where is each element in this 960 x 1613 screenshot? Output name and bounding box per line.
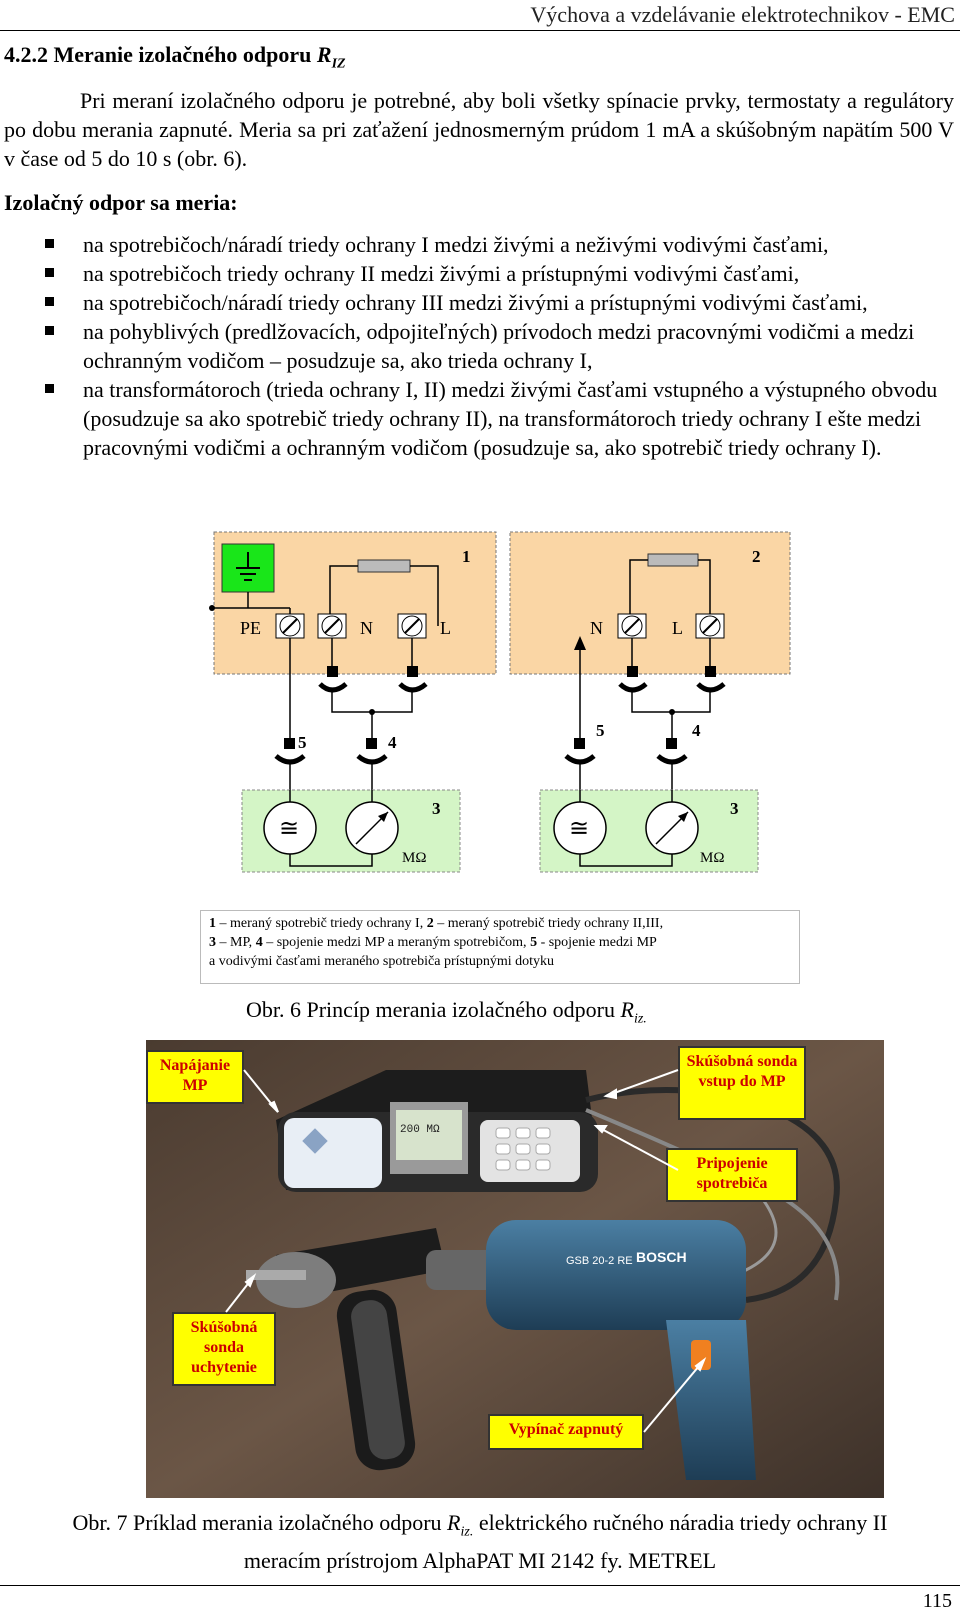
terminal-label-n: N [360, 618, 373, 638]
bullet-square-icon [45, 326, 54, 335]
callout-switch: Vypínač zapnutý [488, 1414, 644, 1450]
section-heading: 4.2.2 Meranie izolačného odporu RIZ [4, 42, 346, 72]
probe-plug-icon [618, 666, 648, 693]
probe-plug-icon [274, 738, 306, 765]
figure-legend: 1 – meraný spotrebič triedy ochrany I, 2… [200, 910, 800, 984]
terminal-label-l-2: L [672, 618, 683, 638]
legend-line: a vodivými časťami meraného spotrebiča p… [209, 954, 555, 969]
probe-label-4: 4 [388, 733, 397, 752]
svg-text:≅: ≅ [569, 816, 589, 842]
page-number: 115 [922, 1590, 952, 1612]
meter-label-3: 3 [432, 799, 441, 818]
bullet-text: na transformátoroch (trieda ochrany I, I… [83, 377, 938, 460]
list-item: na spotrebičoch/náradí triedy ochrany I … [45, 230, 945, 259]
bullet-square-icon [45, 239, 54, 248]
terminal-screw-icon [275, 613, 305, 639]
bullet-text: na pohyblivých (predlžovacích, odpojiteľ… [83, 319, 915, 373]
measurement-photo: 200 MΩ BOSCH GSB 20-2 RE Nap [146, 1040, 884, 1498]
probe-label-4-2: 4 [692, 721, 701, 740]
callout-probe-input: Skúšobná sonda vstup do MP [678, 1046, 806, 1120]
probe-label-5: 5 [298, 733, 307, 752]
terminal-screw-icon [617, 613, 647, 639]
intro-text: Pri meraní izolačného odporu je potrebné… [4, 88, 954, 171]
bullet-text: na spotrebičoch triedy ochrany II medzi … [83, 261, 800, 286]
bullet-text: na spotrebičoch/náradí triedy ochrany II… [83, 290, 868, 315]
footer-divider [0, 1585, 960, 1586]
callout-arrows [225, 1069, 707, 1433]
dc-source-icon: ≅ [553, 801, 607, 855]
ground-icon [221, 543, 275, 593]
appliance-box-2 [509, 531, 791, 675]
callout-power: Napájanie MP [146, 1050, 244, 1104]
section-title: Meranie izolačného odporu [53, 42, 317, 67]
terminal-label-l: L [440, 618, 451, 638]
bullet-list: na spotrebičoch/náradí triedy ochrany I … [45, 230, 945, 462]
unit-label-2: MΩ [700, 850, 725, 866]
svg-text:≅: ≅ [279, 816, 299, 842]
figure-7-caption: Obr. 7 Príklad merania izolačného odporu… [0, 1508, 960, 1575]
bullet-square-icon [45, 268, 54, 277]
svg-text:200 MΩ: 200 MΩ [400, 1124, 440, 1136]
measuring-device: 200 MΩ [276, 1070, 598, 1192]
section-symbol: R [316, 42, 332, 67]
terminal-screw-icon [695, 613, 725, 639]
header-divider [0, 30, 960, 31]
probe-plug-icon [398, 666, 428, 693]
legend-line: 1 – meraný spotrebič triedy ochrany I, 2… [209, 916, 664, 931]
terminal-label-pe: PE [240, 618, 261, 638]
box-2-label: 2 [752, 547, 761, 566]
bullet-text: na spotrebičoch/náradí triedy ochrany I … [83, 232, 829, 257]
dc-source-icon: ≅ [263, 801, 317, 855]
list-item: na spotrebičoch triedy ochrany II medzi … [45, 259, 945, 288]
svg-text:BOSCH: BOSCH [636, 1249, 687, 1265]
heater-element-2 [647, 553, 699, 567]
heater-element-1 [357, 559, 411, 573]
header-title: Výchova a vzdelávanie elektrotechnikov -… [530, 2, 955, 27]
meter-label-3-2: 3 [730, 799, 739, 818]
drill: BOSCH GSB 20-2 RE [246, 1220, 756, 1480]
ohmmeter-icon [345, 801, 399, 855]
ohmmeter-icon [645, 801, 699, 855]
subheading: Izolačný odpor sa meria: [4, 190, 238, 215]
terminal-screw-icon [317, 613, 347, 639]
list-item: na transformátoroch (trieda ochrany I, I… [45, 375, 945, 462]
probe-plug-icon [656, 738, 688, 765]
bullet-square-icon [45, 297, 54, 306]
svg-text:GSB 20-2 RE: GSB 20-2 RE [566, 1255, 633, 1267]
probe-plug-icon [564, 738, 596, 765]
intro-paragraph: Pri meraní izolačného odporu je potrebné… [4, 86, 954, 173]
section-symbol-sub: IZ [331, 56, 346, 72]
probe-label-5-2: 5 [596, 721, 605, 740]
terminal-screw-icon [397, 613, 427, 639]
figure-6-caption: Obr. 6 Princíp merania izolačného odporu… [246, 997, 647, 1027]
list-item: na pohyblivých (predlžovacích, odpojiteľ… [45, 317, 945, 375]
measurement-diagram: 1 2 PE N L N L [209, 531, 791, 873]
callout-probe-clip: Skúšobná sonda uchytenie [172, 1312, 276, 1386]
probe-plug-icon [318, 666, 348, 693]
figure-7-caption-line-1: Obr. 7 Príklad merania izolačného odporu… [72, 1510, 888, 1540]
terminal-label-n-2: N [590, 618, 603, 638]
figure-7-caption-line-2: meracím prístrojom AlphaPAT MI 2142 fy. … [243, 1548, 717, 1574]
legend-line: 3 – MP, 4 – spojenie medzi MP a meraným … [209, 935, 657, 950]
callout-connection: Pripojenie spotrebiča [666, 1148, 798, 1202]
list-item: na spotrebičoch/náradí triedy ochrany II… [45, 288, 945, 317]
section-number: 4.2.2 [4, 42, 48, 67]
probe-plug-icon [356, 738, 388, 765]
box-1-label: 1 [462, 547, 471, 566]
probe-plug-icon [696, 666, 726, 693]
bullet-square-icon [45, 384, 54, 393]
unit-label: MΩ [402, 850, 427, 866]
